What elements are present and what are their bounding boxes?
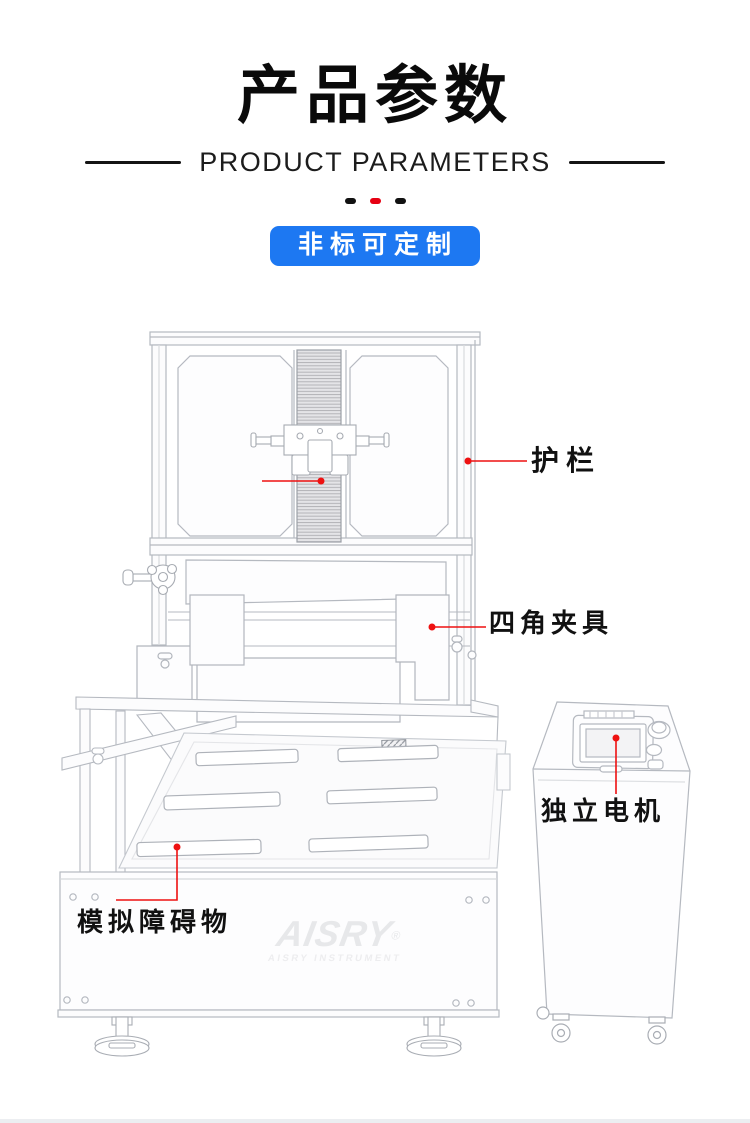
- base-box: [57, 871, 500, 1018]
- customizable-badge: 非标可定制: [269, 225, 480, 266]
- subtitle-divider: PRODUCT PARAMETERS: [0, 147, 750, 178]
- obstacle-bars: [136, 744, 439, 858]
- callout-lines: [116, 457, 620, 901]
- gantry-frame: [149, 331, 481, 706]
- foot-right: [406, 1016, 462, 1057]
- divider-line-right: [568, 161, 665, 165]
- registered-mark: ®: [390, 928, 402, 943]
- brand-watermark: AISRY® AISRY INSTRUMENT: [239, 913, 437, 964]
- clamp-block-left: [189, 594, 245, 666]
- bottom-strip: [0, 1119, 750, 1123]
- motor-cabinet: [532, 701, 691, 1045]
- leveling-feet: [94, 1016, 462, 1057]
- custom-badge-wrap: 非标可定制: [0, 225, 750, 266]
- callout-label-independent-motor: 独立电机: [541, 796, 666, 826]
- fence-panel-right: [349, 355, 449, 537]
- divider-dots: [0, 198, 750, 204]
- callout-label-simulated-obstacle: 模拟障碍物: [77, 907, 233, 937]
- page-subtitle: PRODUCT PARAMETERS: [199, 147, 551, 178]
- divider-line-left: [85, 161, 182, 165]
- divider-dot-black-2: [394, 198, 406, 204]
- brand-watermark-text: AISRY: [273, 913, 396, 954]
- foot-left: [94, 1016, 150, 1057]
- fence-panel-left: [177, 355, 293, 537]
- callout-label-four-corner-clamp: 四角夹具: [489, 608, 614, 638]
- clamp-block-right: [395, 594, 450, 701]
- divider-dot-black-1: [344, 198, 356, 204]
- hand-knob: [122, 563, 178, 596]
- page-title: 产品参数: [237, 61, 513, 131]
- callout-label-guard-rail: 护栏: [531, 445, 602, 476]
- carriage-assembly: [250, 424, 390, 476]
- brand-watermark-subtext: AISRY INSTRUMENT: [267, 953, 403, 964]
- caster-wheels: [536, 1006, 667, 1045]
- divider-dot-red: [369, 198, 381, 204]
